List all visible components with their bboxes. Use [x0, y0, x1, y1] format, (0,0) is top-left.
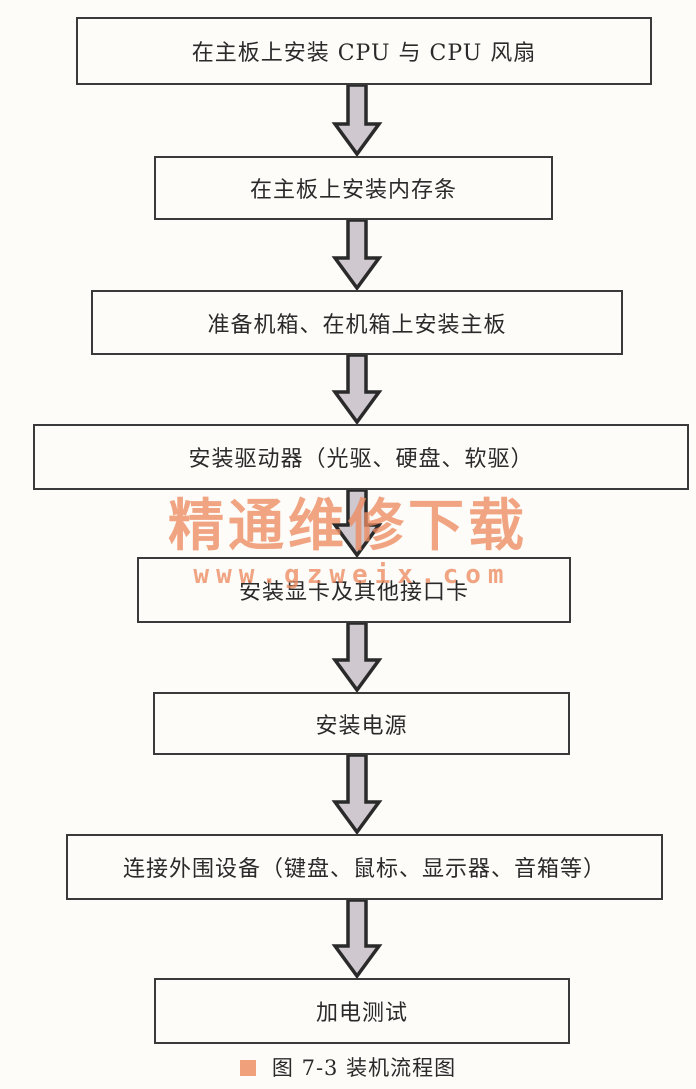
step-label: 连接外围设备（键盘、鼠标、显示器、音箱等） [122, 857, 606, 882]
down-arrow-icon [331, 83, 383, 157]
step-label: 安装显卡及其他接口卡 [238, 580, 469, 605]
step-connect-peripherals: 连接外围设备（键盘、鼠标、显示器、音箱等） [66, 834, 663, 900]
down-arrow-icon [331, 488, 383, 558]
step-label: 准备机箱、在机箱上安装主板 [207, 312, 507, 338]
figure-caption: 图 7-3 装机流程图 [0, 1052, 696, 1082]
step-install-cpu: 在主板上安装 CPU 与 CPU 风扇 [76, 17, 652, 85]
step-install-drives: 安装驱动器（光驱、硬盘、软驱） [33, 424, 689, 490]
step-label: 安装驱动器（光驱、硬盘、软驱） [188, 447, 534, 472]
step-install-power: 安装电源 [153, 692, 570, 755]
step-label: 安装电源 [315, 713, 408, 739]
down-arrow-icon [331, 621, 383, 693]
step-install-memory: 在主板上安装内存条 [154, 156, 553, 220]
step-label: 在主板上安装内存条 [249, 178, 457, 203]
down-arrow-icon [331, 898, 383, 979]
down-arrow-icon [331, 753, 383, 835]
step-power-test: 加电测试 [154, 978, 570, 1044]
down-arrow-icon [331, 218, 383, 291]
step-install-motherboard: 准备机箱、在机箱上安装主板 [91, 290, 623, 355]
step-install-cards: 安装显卡及其他接口卡 [137, 557, 571, 623]
caption-text: 图 7-3 装机流程图 [271, 1056, 457, 1080]
caption-square-icon [239, 1060, 256, 1076]
step-label: 在主板上安装 CPU 与 CPU 风扇 [191, 41, 537, 66]
down-arrow-icon [331, 353, 383, 425]
step-label: 加电测试 [315, 1001, 408, 1026]
